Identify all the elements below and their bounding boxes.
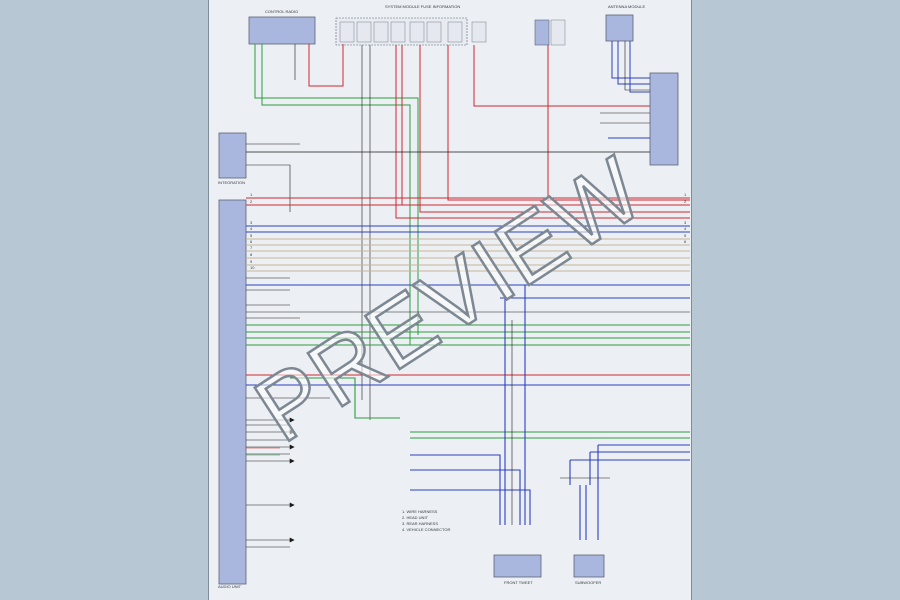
svg-text:2: 2 xyxy=(684,199,687,204)
wire-bus xyxy=(246,197,690,525)
control-radio-module: CONTROL RADIO xyxy=(248,9,316,45)
svg-text:3. REAR HARNESS: 3. REAR HARNESS xyxy=(402,521,438,526)
svg-text:1: 1 xyxy=(684,192,687,197)
svg-text:4: 4 xyxy=(684,226,687,231)
svg-text:AUDIO UNIT: AUDIO UNIT xyxy=(218,584,242,589)
front-speaker-module: FRONT TWEET xyxy=(493,554,542,585)
top-wires xyxy=(246,41,690,420)
svg-text:8: 8 xyxy=(250,252,253,257)
right-connector-module xyxy=(649,72,679,166)
arrow-connectors xyxy=(246,417,295,548)
svg-text:1: 1 xyxy=(250,192,253,197)
legend-notes: 1. WIRE HARNESS 2. HEAD UNIT 3. REAR HAR… xyxy=(402,509,450,532)
svg-text:3: 3 xyxy=(250,220,253,225)
svg-text:2. HEAD UNIT: 2. HEAD UNIT xyxy=(402,515,429,520)
antenna-module: ANTENNA MODULE xyxy=(605,4,645,42)
svg-text:10: 10 xyxy=(250,265,255,270)
pin-labels: 1 2 3 4 5 6 7 8 9 10 1 2 3 4 5 6 xyxy=(250,192,687,270)
svg-text:3: 3 xyxy=(684,220,687,225)
svg-text:INTEGRATION: INTEGRATION xyxy=(218,180,245,185)
svg-text:ANTENNA MODULE: ANTENNA MODULE xyxy=(608,4,645,9)
svg-text:1. WIRE HARNESS: 1. WIRE HARNESS xyxy=(402,509,438,514)
svg-text:4. VEHICLE CONNECTOR: 4. VEHICLE CONNECTOR xyxy=(402,527,450,532)
speaker-wires xyxy=(504,285,610,540)
fuse-module: SYSTEM MODULE FUSE INFORMATION xyxy=(335,4,487,46)
svg-text:CONTROL RADIO: CONTROL RADIO xyxy=(265,9,298,14)
svg-text:4: 4 xyxy=(250,226,253,231)
svg-text:2: 2 xyxy=(250,199,253,204)
rear-fuse-block xyxy=(534,19,566,46)
diagram-sheet xyxy=(208,0,692,600)
audio-unit-module: AUDIO UNIT xyxy=(218,199,247,589)
rear-speaker-module: SUBWOOFER xyxy=(573,554,605,585)
svg-text:6: 6 xyxy=(684,239,687,244)
left-integration-module: INTEGRATION xyxy=(218,132,247,185)
svg-text:FRONT TWEET: FRONT TWEET xyxy=(504,580,533,585)
svg-text:9: 9 xyxy=(250,259,253,264)
svg-text:SUBWOOFER: SUBWOOFER xyxy=(575,580,601,585)
svg-text:SYSTEM MODULE FUSE INFORMATION: SYSTEM MODULE FUSE INFORMATION xyxy=(385,4,460,9)
svg-text:5: 5 xyxy=(684,233,687,238)
svg-text:7: 7 xyxy=(250,245,253,250)
svg-text:6: 6 xyxy=(250,239,253,244)
svg-text:5: 5 xyxy=(250,233,253,238)
